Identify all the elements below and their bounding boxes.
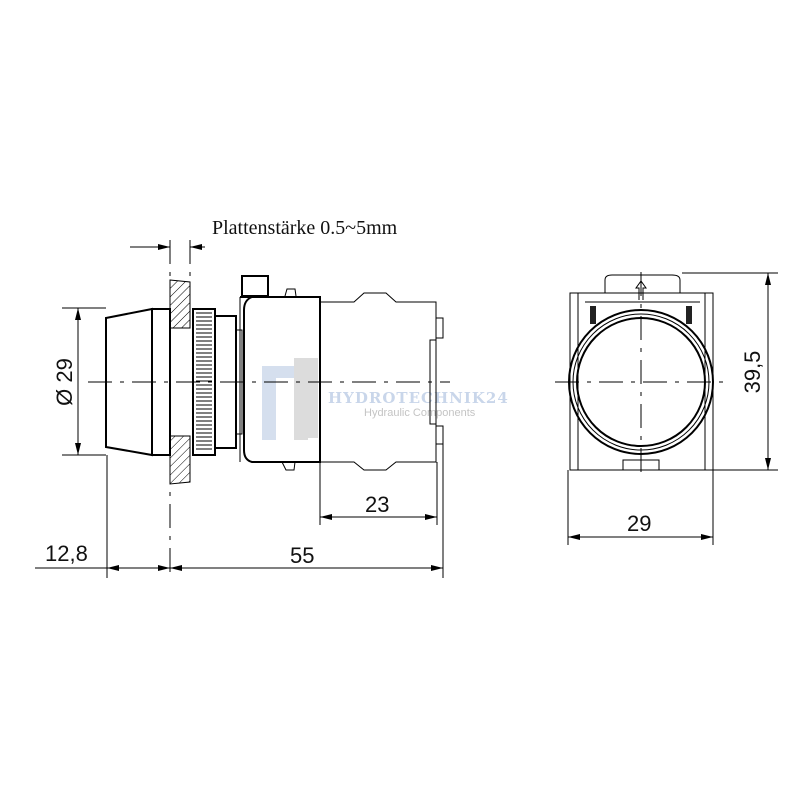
cap-length-label: 12,8 [45,541,88,566]
total-length-label: 55 [290,543,314,568]
front-dimensions: 39,5 29 [567,272,778,545]
front-width-label: 29 [627,511,651,536]
front-height-label: 39,5 [740,351,765,394]
diameter-label: Ø 29 [52,358,77,406]
block-length-label: 23 [365,492,389,517]
panel-thickness-label: Plattenstärke 0.5~5mm [212,217,398,239]
front-view [555,272,727,480]
watermark-tagline: Hydraulic Components [364,407,476,419]
side-dimensions: Plattenstärke 0.5~5mm Ø 29 12,8 55 23 [35,217,444,580]
watermark-logo: HYDROTECHNIK24 Hydraulic Components [262,358,509,440]
watermark-brand: HYDROTECHNIK24 [328,389,509,407]
